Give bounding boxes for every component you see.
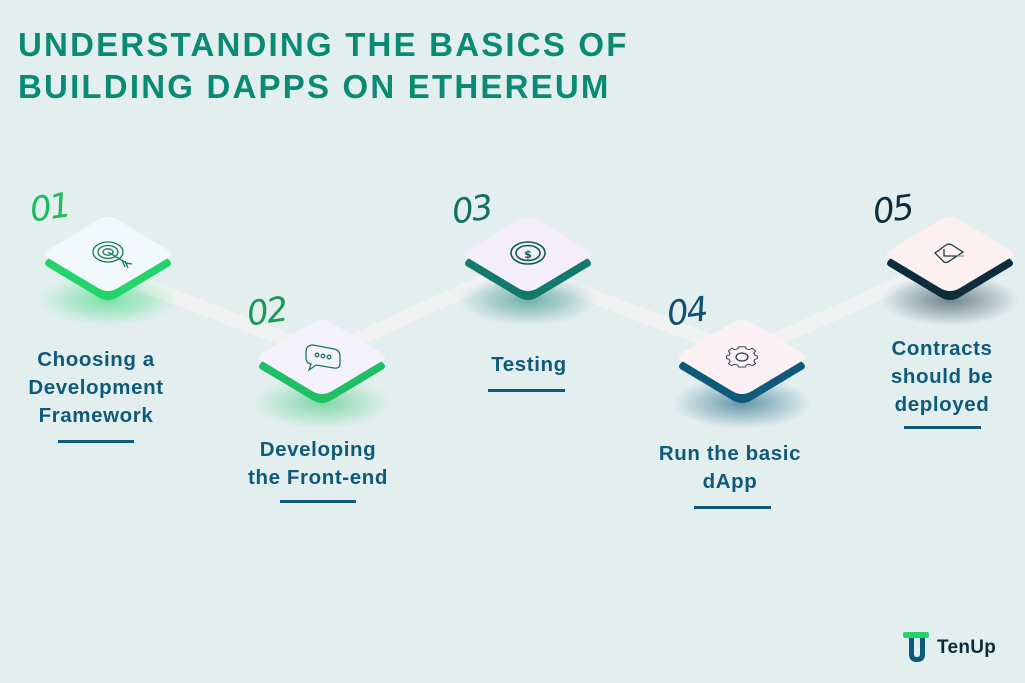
step-5-label: Contracts should be deployed [890, 337, 994, 416]
step-5-tile [887, 217, 1013, 300]
contract-diamond-icon [934, 243, 965, 264]
tenup-logo: TenUp [903, 632, 996, 664]
step-2-label: Developing the Front-end [248, 438, 388, 489]
step-2-tile [259, 320, 385, 403]
gear-icon [726, 346, 758, 368]
page-title: UNDERSTANDING THE BASICS OF BUILDING DAP… [18, 24, 629, 108]
chat-bubble-icon [305, 344, 341, 372]
tenup-logo-text: TenUp [937, 637, 997, 658]
step-3-label: Testing [491, 353, 567, 376]
step-1-tile [45, 217, 171, 300]
step-4-underline [694, 506, 771, 509]
step-3-number: 03 [449, 187, 494, 233]
target-icon [92, 241, 133, 269]
title-line-2: BUILDING DAPPS ON ETHEREUM [18, 68, 611, 105]
step-4-tile [679, 320, 805, 403]
step-3-tile: $ [465, 217, 591, 300]
step-1-number: 01 [27, 185, 72, 231]
step-2-number: 02 [244, 289, 289, 335]
step-3-underline [488, 389, 565, 392]
step-1-underline [58, 440, 134, 443]
step-2-underline [280, 500, 356, 503]
step-5-number: 05 [870, 187, 915, 233]
step-4-label: Run the basic dApp [658, 442, 802, 493]
step-1-label: Choosing a Development Framework [28, 348, 164, 427]
coin-icon: $ [510, 241, 546, 265]
title-line-1: UNDERSTANDING THE BASICS OF [18, 26, 629, 63]
tenup-logo-icon [903, 632, 929, 662]
svg-text:$: $ [524, 248, 532, 261]
step-4-number: 04 [664, 289, 709, 335]
step-5-underline [904, 426, 981, 429]
